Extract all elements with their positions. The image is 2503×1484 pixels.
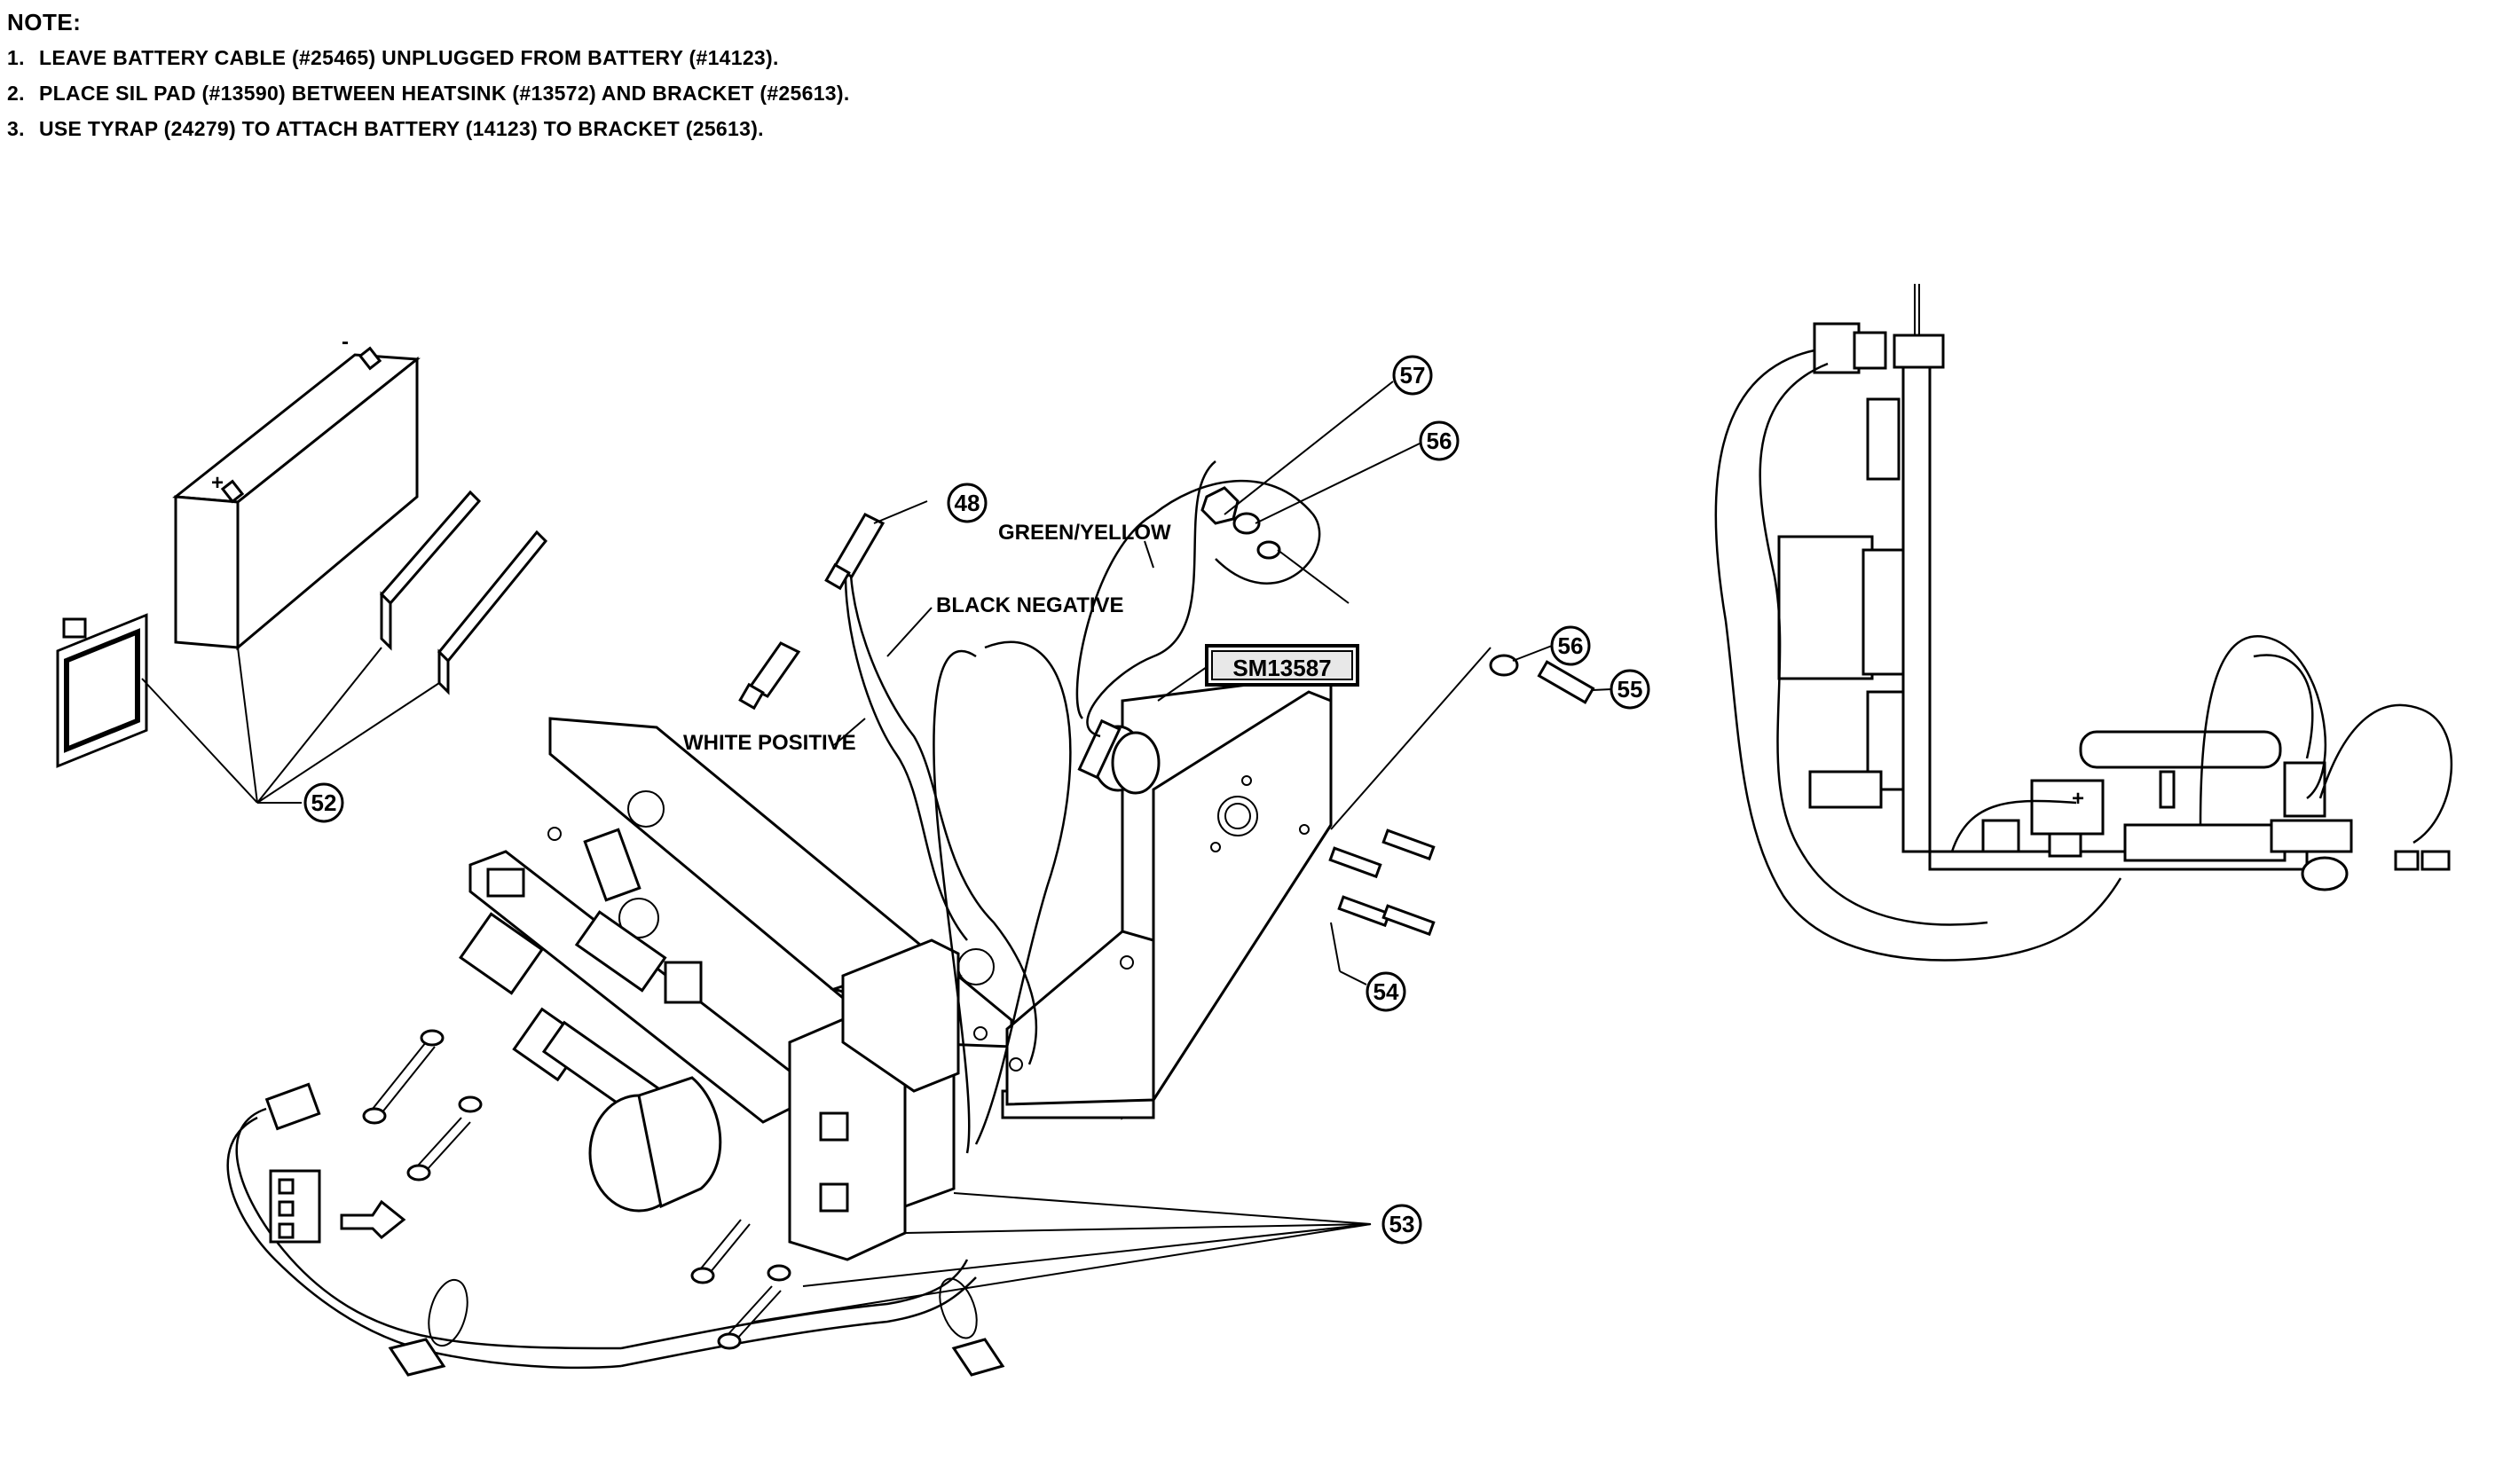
svg-text:52: 52 [311, 789, 337, 816]
note-text: PLACE SIL PAD (#13590) BETWEEN HEATSINK … [39, 82, 850, 105]
tyrap [56, 613, 148, 768]
notes-block: NOTE: 1. LEAVE BATTERY CABLE (#25465) UNP… [7, 9, 850, 146]
svg-text:48: 48 [955, 490, 980, 516]
callout-54: 54 [1366, 971, 1406, 1012]
callout-57: 57 [1392, 355, 1433, 396]
bracket [1001, 672, 1333, 1120]
ground-connector [1077, 718, 1161, 795]
callout-48: 48 [947, 483, 988, 523]
note-text: USE TYRAP (24279) TO ATTACH BATTERY (141… [39, 117, 764, 140]
callout-56-top: 56 [1419, 420, 1460, 461]
notes-title: NOTE: [7, 9, 82, 35]
part-number-box: SM13587 [1157, 644, 1359, 702]
svg-text:57: 57 [1400, 362, 1426, 389]
label-green-yellow: GREEN/YELLOW [998, 521, 1171, 545]
svg-text:56: 56 [1558, 632, 1584, 659]
screws-left [362, 1029, 791, 1350]
label-white-positive: WHITE POSITIVE [683, 731, 856, 755]
leader-green-yellow [1144, 540, 1154, 569]
wiring [226, 460, 1321, 1370]
adhesive-pads [388, 1338, 1005, 1377]
callout-53: 53 [1381, 1204, 1422, 1245]
leader-white-positive [833, 718, 866, 746]
leader-48 [873, 500, 928, 524]
leaders-53 [753, 1192, 1372, 1323]
label-black-negative: BLACK NEGATIVE [936, 593, 1124, 617]
leader-black-negative [886, 607, 933, 657]
note-item-1: 1. LEAVE BATTERY CABLE (#25465) UNPLUGGED… [7, 40, 850, 75]
svg-text:54: 54 [1374, 978, 1399, 1005]
sil-pad [841, 938, 960, 1093]
note-item-3: 3. USE TYRAP (24279) TO ATTACH BATTERY (1… [7, 111, 850, 146]
callout-52: 52 [303, 782, 344, 823]
side-plus-sign: + [2072, 787, 2084, 811]
leaders-52 [141, 647, 440, 804]
terminals [738, 513, 885, 711]
note-item-2: 2. PLACE SIL PAD (#13590) BETWEEN HEATSIN… [7, 75, 850, 111]
sil-pad-pieces [379, 490, 548, 695]
wire-connectors [264, 1082, 406, 1244]
battery: - + [172, 330, 421, 651]
capacitor [588, 1076, 722, 1213]
svg-text:56: 56 [1427, 428, 1452, 454]
svg-text:55: 55 [1618, 676, 1643, 703]
hardware-55-56-57 [1200, 381, 1595, 830]
note-number: 1. [7, 46, 25, 69]
note-number: 3. [7, 117, 25, 140]
assembled-side-view: + [1714, 284, 2453, 962]
note-number: 2. [7, 82, 25, 105]
battery-plus-sign: + [211, 471, 224, 495]
screws-54 [1328, 828, 1436, 985]
battery-minus-sign: - [342, 330, 349, 354]
svg-text:53: 53 [1389, 1211, 1415, 1237]
part-number-label: SM13587 [1232, 655, 1331, 681]
callout-55: 55 [1592, 669, 1650, 710]
note-text: LEAVE BATTERY CABLE (#25465) UNPLUGGED F… [39, 46, 779, 69]
callout-56-right: 56 [1512, 625, 1591, 666]
